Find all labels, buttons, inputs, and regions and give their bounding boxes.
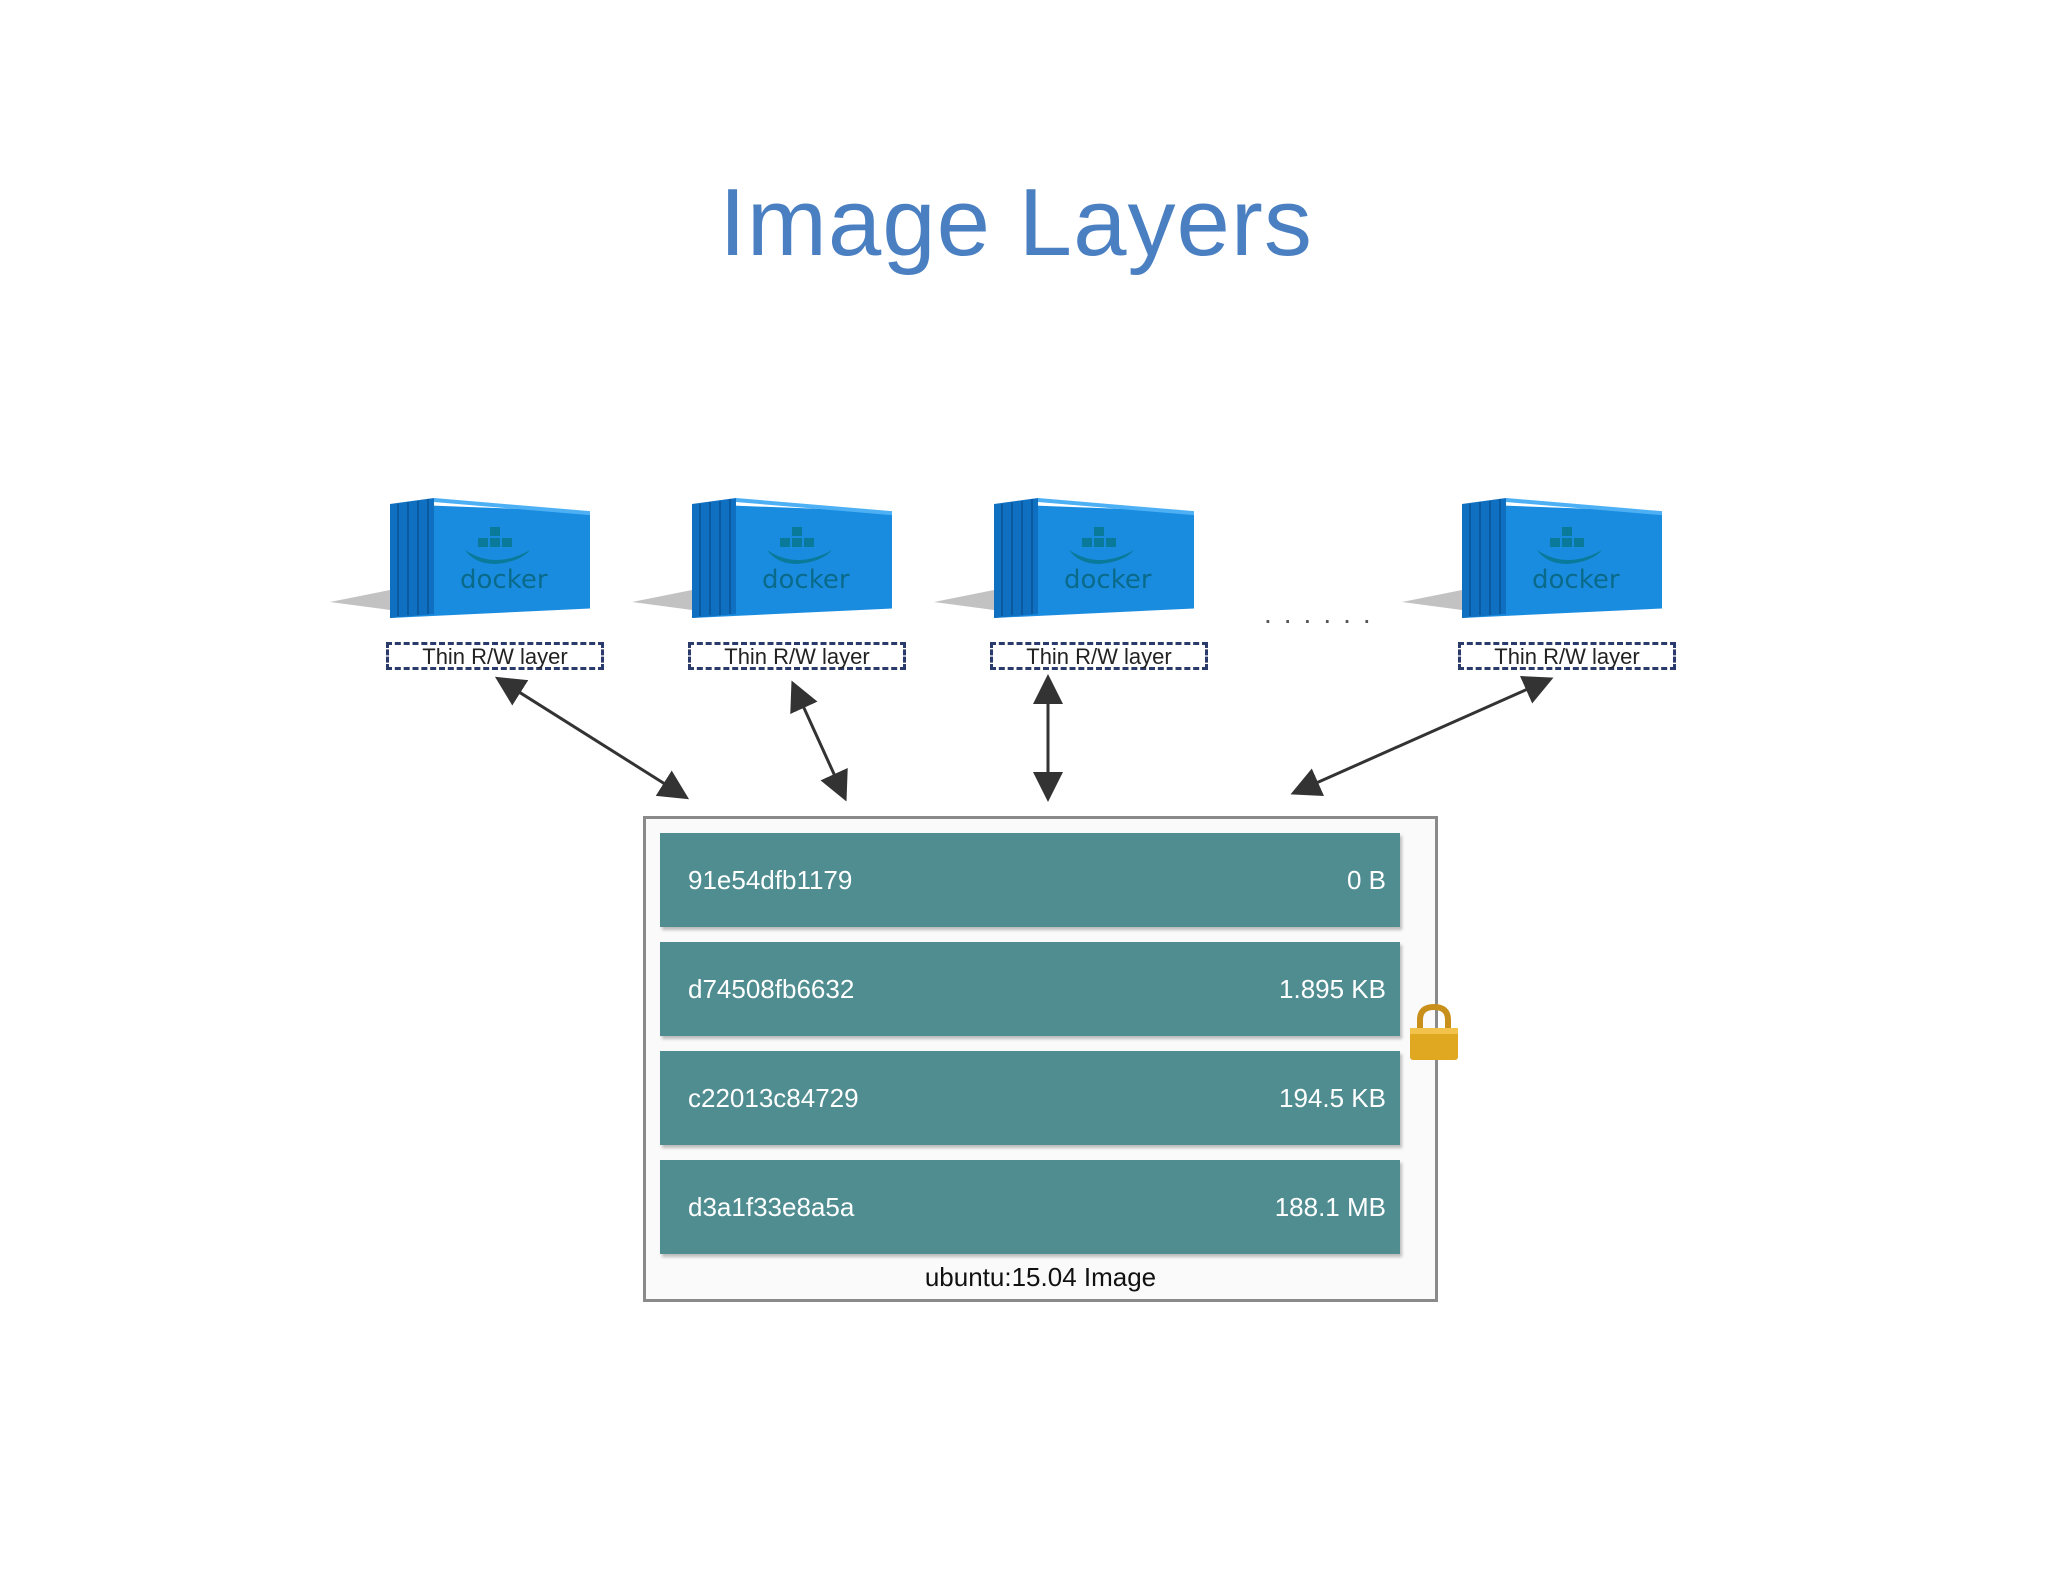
docker-container-icon: docker bbox=[632, 498, 892, 618]
image-label: ubuntu:15.04 Image bbox=[924, 1262, 1157, 1292]
docker-container-icon: docker bbox=[934, 498, 1194, 618]
layer-size: 194.5 KB bbox=[1279, 1083, 1386, 1113]
layer-id: d74508fb6632 bbox=[688, 974, 855, 1004]
layer-id: c22013c84729 bbox=[688, 1083, 859, 1113]
image-layer: d74508fb6632 1.895 KB bbox=[660, 942, 1400, 1036]
arrow-icon bbox=[494, 676, 690, 800]
docker-logo-text: docker bbox=[460, 565, 548, 595]
page-title: Image Layers bbox=[719, 169, 1313, 276]
lock-icon bbox=[1410, 1004, 1458, 1060]
image-box: 91e54dfb1179 0 B d74508fb6632 1.895 KB c… bbox=[643, 816, 1438, 1302]
image-layer: c22013c84729 194.5 KB bbox=[660, 1051, 1400, 1145]
image-layer: 91e54dfb1179 0 B bbox=[660, 833, 1400, 927]
docker-container: docker Thin R/W layer bbox=[632, 490, 906, 680]
docker-logo-text: docker bbox=[762, 565, 850, 595]
docker-logo-text: docker bbox=[1532, 565, 1620, 595]
layer-size: 188.1 MB bbox=[1274, 1192, 1386, 1222]
arrow-icon bbox=[790, 680, 848, 802]
rw-layer-label: Thin R/W layer bbox=[990, 642, 1208, 670]
image-layer: d3a1f33e8a5a 188.1 MB bbox=[660, 1160, 1400, 1254]
ellipsis: ...... bbox=[1264, 598, 1383, 629]
layer-id: d3a1f33e8a5a bbox=[688, 1192, 855, 1222]
layer-size: 0 B bbox=[1346, 865, 1386, 895]
docker-container: docker Thin R/W layer bbox=[1402, 490, 1676, 680]
arrow-icon bbox=[1290, 676, 1554, 796]
rw-layer-label: Thin R/W layer bbox=[386, 642, 604, 670]
docker-container-icon: docker bbox=[330, 498, 590, 618]
rw-layer-label: Thin R/W layer bbox=[688, 642, 906, 670]
docker-container-icon: docker bbox=[1402, 498, 1662, 618]
layer-size: 1.895 KB bbox=[1279, 974, 1386, 1004]
layer-id: 91e54dfb1179 bbox=[688, 865, 853, 895]
docker-logo-text: docker bbox=[1064, 565, 1152, 595]
docker-container: docker Thin R/W layer bbox=[934, 490, 1208, 680]
rw-layer-label: Thin R/W layer bbox=[1458, 642, 1676, 670]
docker-container: docker Thin R/W layer bbox=[330, 490, 604, 680]
